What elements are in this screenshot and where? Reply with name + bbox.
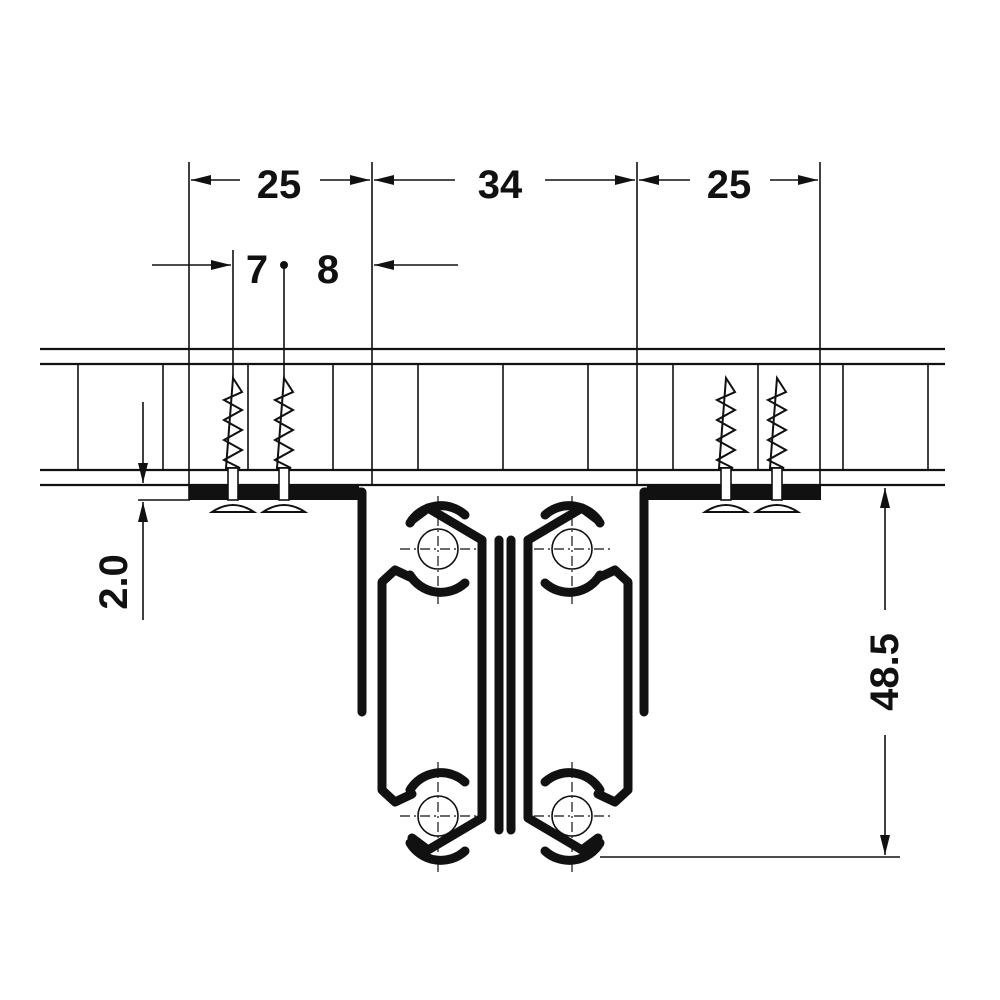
dimension-25-left: 25 [191, 163, 370, 207]
dim-label-34: 34 [478, 163, 523, 207]
ball-bearings [400, 496, 610, 872]
dim-label-25-left: 25 [257, 163, 302, 207]
screw-right-1 [701, 374, 751, 513]
dim-label-7: 7 [246, 248, 268, 292]
screw-right-2 [752, 374, 802, 513]
screw-left-1 [208, 374, 258, 513]
slide-rail [377, 496, 633, 872]
dimension-2-0: 2.0 [92, 402, 148, 620]
dim-label-25-right: 25 [707, 163, 752, 207]
extension-lines [138, 162, 900, 858]
dimension-screw-spacing: 7 8 [152, 248, 458, 292]
dim-label-8: 8 [317, 248, 339, 292]
dim-label-48-5: 48.5 [863, 633, 907, 711]
dimension-25-right: 25 [639, 163, 818, 207]
panel [40, 347, 945, 487]
dimension-34: 34 [374, 163, 635, 207]
dimension-48-5: 48.5 [863, 488, 907, 855]
dim-label-2-0: 2.0 [92, 554, 136, 610]
panel-hatching [77, 364, 929, 470]
screw-left-2 [259, 374, 309, 513]
mounting-bracket [189, 486, 821, 717]
